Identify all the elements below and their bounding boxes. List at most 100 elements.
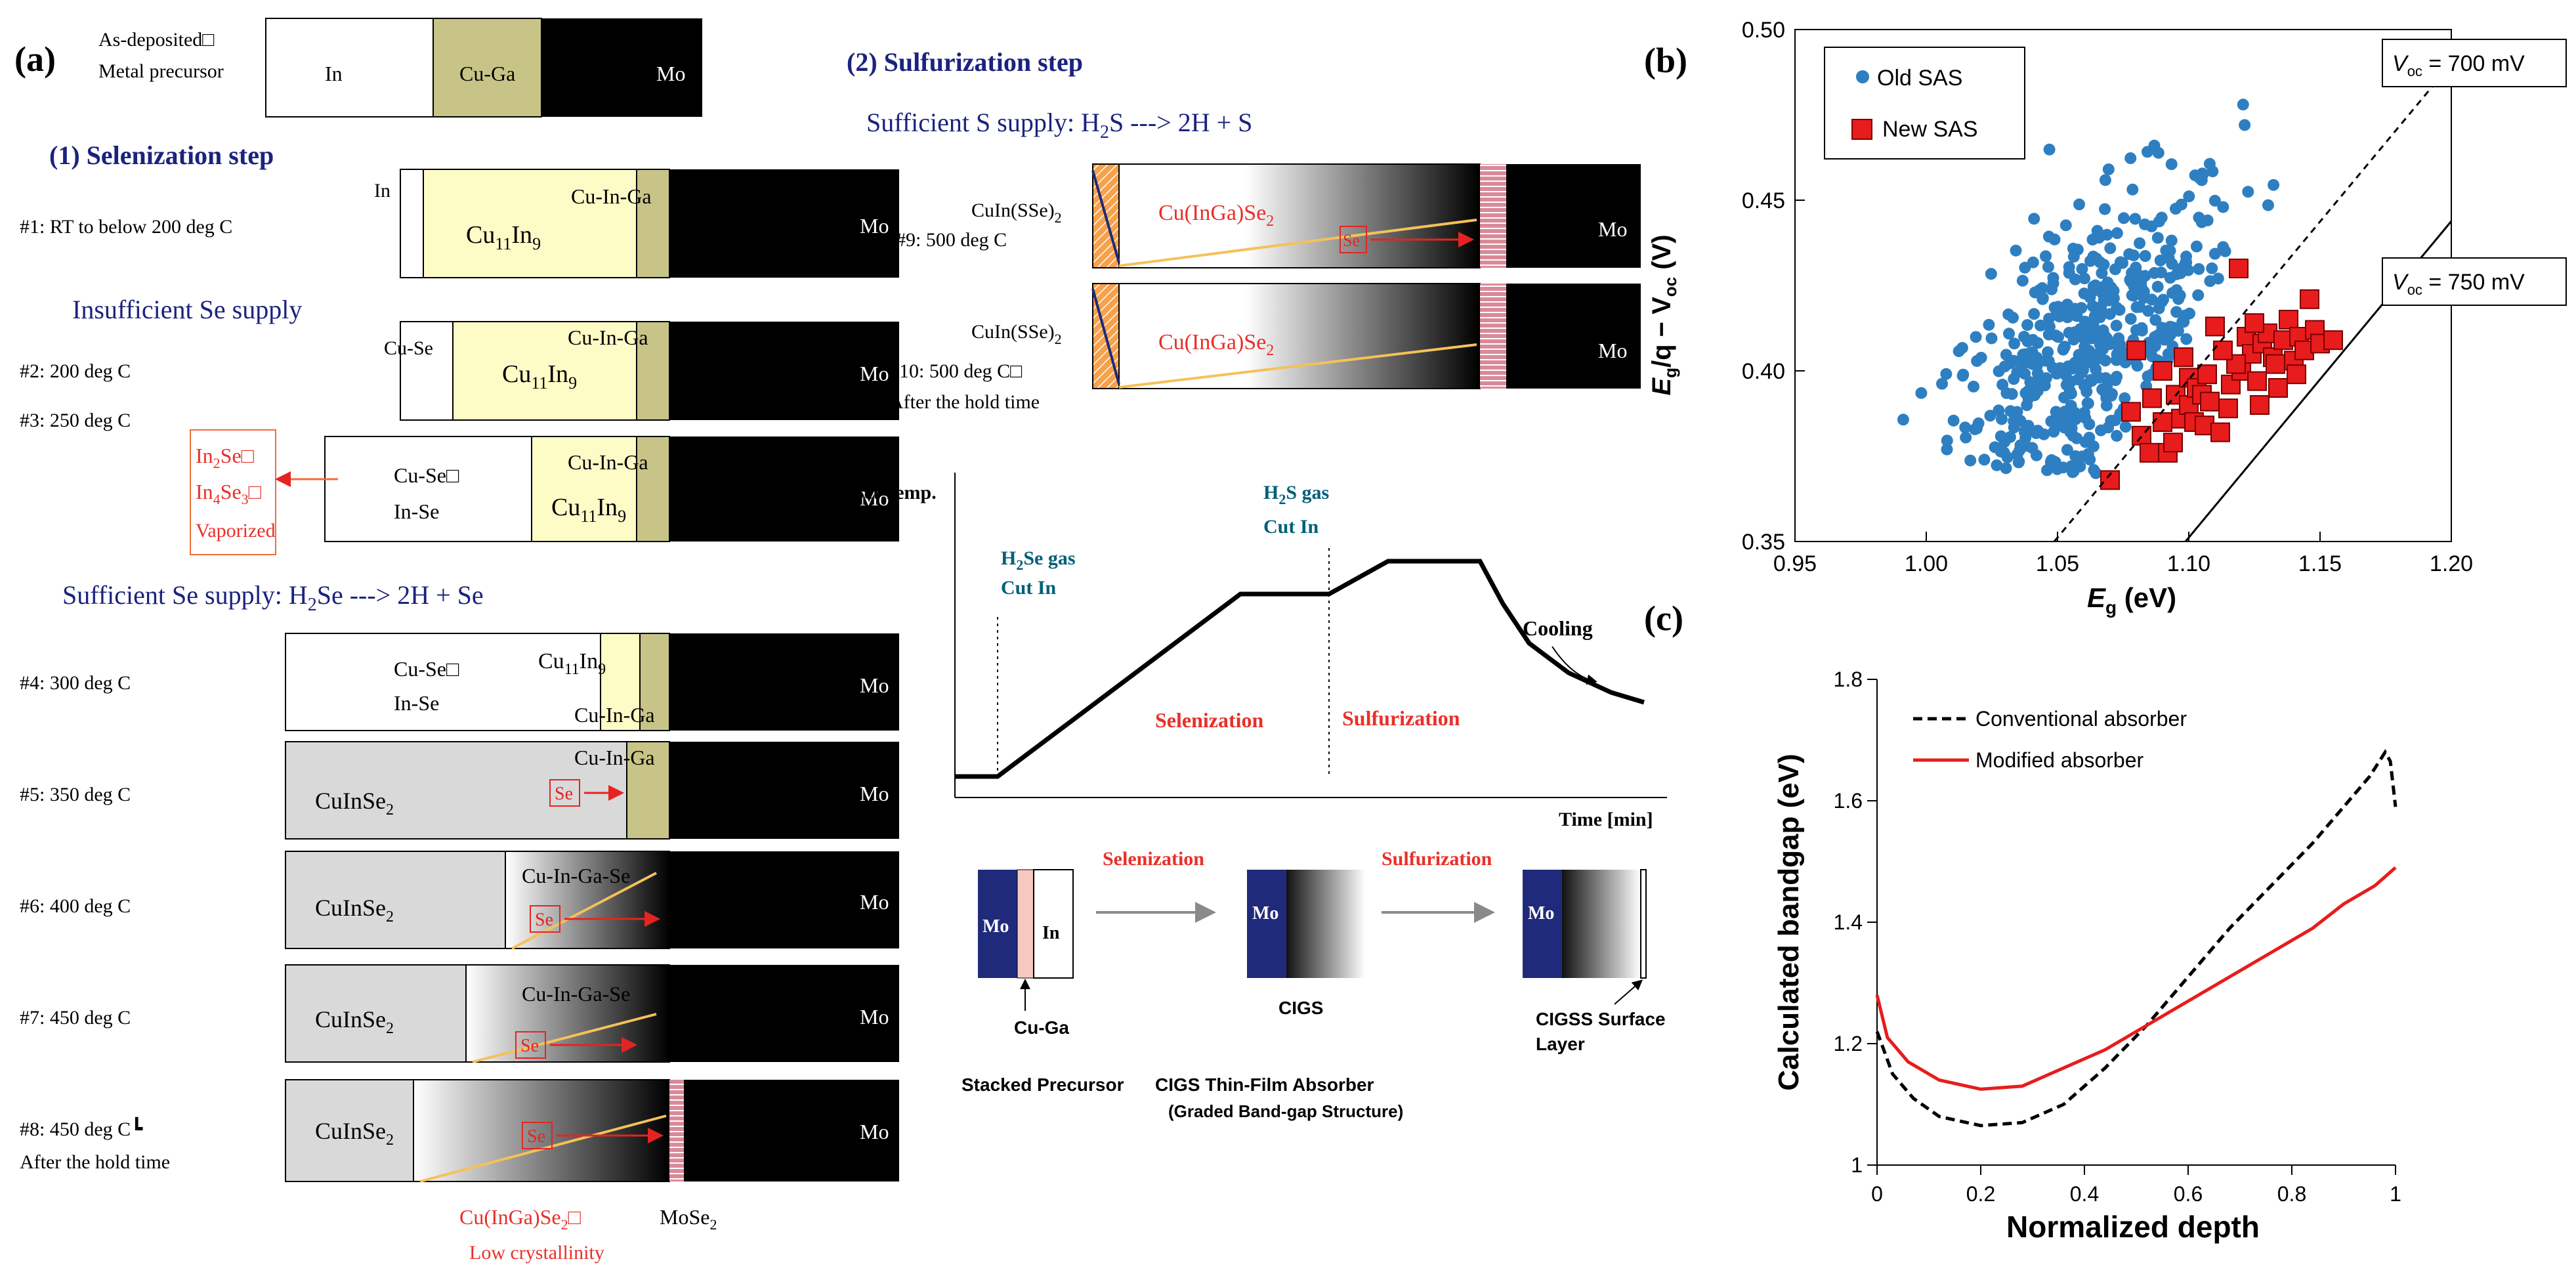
- new-sas-point: [2323, 330, 2343, 351]
- new-sas-point: [2205, 316, 2225, 337]
- old-sas-point: [2204, 275, 2216, 287]
- old-sas-point: [2142, 370, 2154, 383]
- row5-cuinga-label: Cu-In-Ga: [574, 746, 655, 769]
- old-sas-point: [1970, 331, 1982, 343]
- old-sas-point: [2085, 320, 2098, 332]
- row5-cuinse-label: CuInSe2: [315, 788, 394, 819]
- old-sas-point: [2126, 183, 2139, 196]
- old-sas-point: [1960, 431, 1972, 444]
- h2s-cutin-label: Cut In: [1263, 516, 1319, 538]
- precursor-title-line2: Metal precursor: [98, 60, 224, 82]
- old-sas-point: [2165, 234, 2178, 247]
- sch3-mo: [1523, 870, 1562, 978]
- old-sas-point: [2110, 354, 2122, 366]
- panel-c-ylabel: Calculated bandgap (eV): [1773, 754, 1805, 1090]
- old-sas-point: [2093, 232, 2105, 244]
- old-sas-point: [1964, 454, 1977, 467]
- old-sas-point: [2041, 464, 2054, 477]
- row8-stack: CuInSe2 Se Mo: [285, 1079, 899, 1183]
- panel-b-chart: (b) Voc = 700 mV Voc = 750 mV Old SAS Ne…: [1644, 18, 2567, 618]
- new-sas-point: [2121, 402, 2141, 422]
- row2-condition: #2: 200 deg C: [20, 360, 131, 382]
- old-sas-point: [2028, 213, 2040, 225]
- panel-c-label: (c): [1644, 599, 1683, 638]
- old-sas-point: [1968, 380, 1980, 393]
- row4-mo-layer: [669, 633, 899, 731]
- new-sas-point: [2153, 412, 2172, 432]
- old-sas-point: [2153, 215, 2165, 228]
- sch1-in-label: In: [1042, 923, 1060, 943]
- row2-cuin-label: Cu11In9: [502, 360, 577, 393]
- old-sas-point: [2111, 227, 2123, 240]
- old-sas-point: [2124, 152, 2137, 165]
- old-sas-point: [1915, 387, 1928, 399]
- old-sas-point: [2100, 392, 2113, 404]
- row4-inse-label: In-Se: [394, 691, 439, 715]
- old-sas-point: [2069, 450, 2082, 462]
- old-sas-point: [2170, 203, 2182, 215]
- row7-graded-layer: [465, 964, 670, 1063]
- row7-mo-label: Mo: [860, 1005, 889, 1029]
- sch2-mo-label: Mo: [1252, 903, 1278, 924]
- panel-c-xtick-label: 1: [2390, 1182, 2401, 1206]
- old-sas-point: [2047, 272, 2059, 284]
- row4-cuin-layer: [600, 633, 641, 731]
- row5-stack: CuInSe2 Se Cu-In-Ga Mo: [285, 741, 899, 840]
- old-sas-point: [2010, 244, 2022, 257]
- row2-cuinga-label: Cu-In-Ga: [568, 326, 648, 349]
- row1-in-layer: [400, 169, 424, 278]
- row8-mose2-layer: [669, 1080, 684, 1181]
- row7-se-box: [515, 1031, 546, 1059]
- new-sas-point: [2197, 364, 2217, 385]
- panel-b-label: (b): [1644, 41, 1687, 80]
- row7-se-label: Se: [520, 1036, 539, 1056]
- row4-cuin-label: Cu11In9: [538, 649, 606, 678]
- panel-c-xtick-label: 0.6: [2174, 1182, 2203, 1206]
- row6-mo-label: Mo: [860, 890, 889, 914]
- old-sas-point: [2096, 267, 2108, 280]
- row10-mose2-layer: [1480, 284, 1506, 389]
- old-sas-point: [2134, 237, 2146, 249]
- old-sas-point: [2119, 421, 2132, 433]
- row10-cigs-layer: [1118, 283, 1481, 389]
- vaporized-box: In2Se□ In4Se3□ Vaporized: [190, 429, 338, 555]
- old-sas-point: [2151, 280, 2164, 293]
- old-sas-point: [2002, 308, 2015, 320]
- sch3-cigss-label-line2: Layer: [1536, 1034, 1585, 1054]
- sch1-cuga-label: Cu-Ga: [1014, 1017, 1069, 1038]
- old-sas-point: [2031, 337, 2044, 349]
- old-sas-point: [2073, 198, 2086, 211]
- old-sas-point: [2045, 454, 2058, 467]
- thinfilm-absorber-label: CIGS Thin-Film Absorber: [1155, 1074, 1374, 1095]
- old-sas-point: [2142, 305, 2155, 317]
- legend-new-label: New SAS: [1882, 117, 1978, 142]
- old-sas-point: [2160, 244, 2172, 257]
- voc750-box: [2382, 257, 2567, 306]
- old-sas-point: [2130, 301, 2143, 313]
- old-sas-point: [2099, 174, 2111, 186]
- old-sas-point: [2139, 249, 2151, 262]
- old-sas-point: [2239, 119, 2251, 131]
- panel-b-ytick-label: 0.35: [1742, 530, 1785, 555]
- precursor-stack: In Cu-Ga Mo: [265, 18, 702, 117]
- new-sas-point: [2250, 395, 2270, 415]
- sch2-mo: [1247, 870, 1286, 978]
- old-sas-point: [2067, 242, 2079, 255]
- old-sas-point: [2087, 280, 2100, 293]
- old-sas-point: [2053, 307, 2065, 319]
- panel-a-label: (a): [14, 39, 56, 79]
- row6-cuinse-label: CuInSe2: [315, 895, 394, 925]
- old-sas-point: [2111, 429, 2123, 442]
- old-sas-point: [2170, 287, 2182, 299]
- old-sas-point: [1959, 421, 1972, 434]
- old-sas-point: [1953, 345, 1965, 358]
- row5-mo-label: Mo: [860, 782, 889, 805]
- old-sas-point: [2019, 356, 2031, 368]
- row2-mo-label: Mo: [860, 362, 889, 385]
- panel-b-xtick-label: 1.20: [2430, 551, 2473, 576]
- old-sas-point: [1940, 368, 1953, 380]
- row10-stack: Cu(InGa)Se2 Mo: [1091, 283, 1641, 389]
